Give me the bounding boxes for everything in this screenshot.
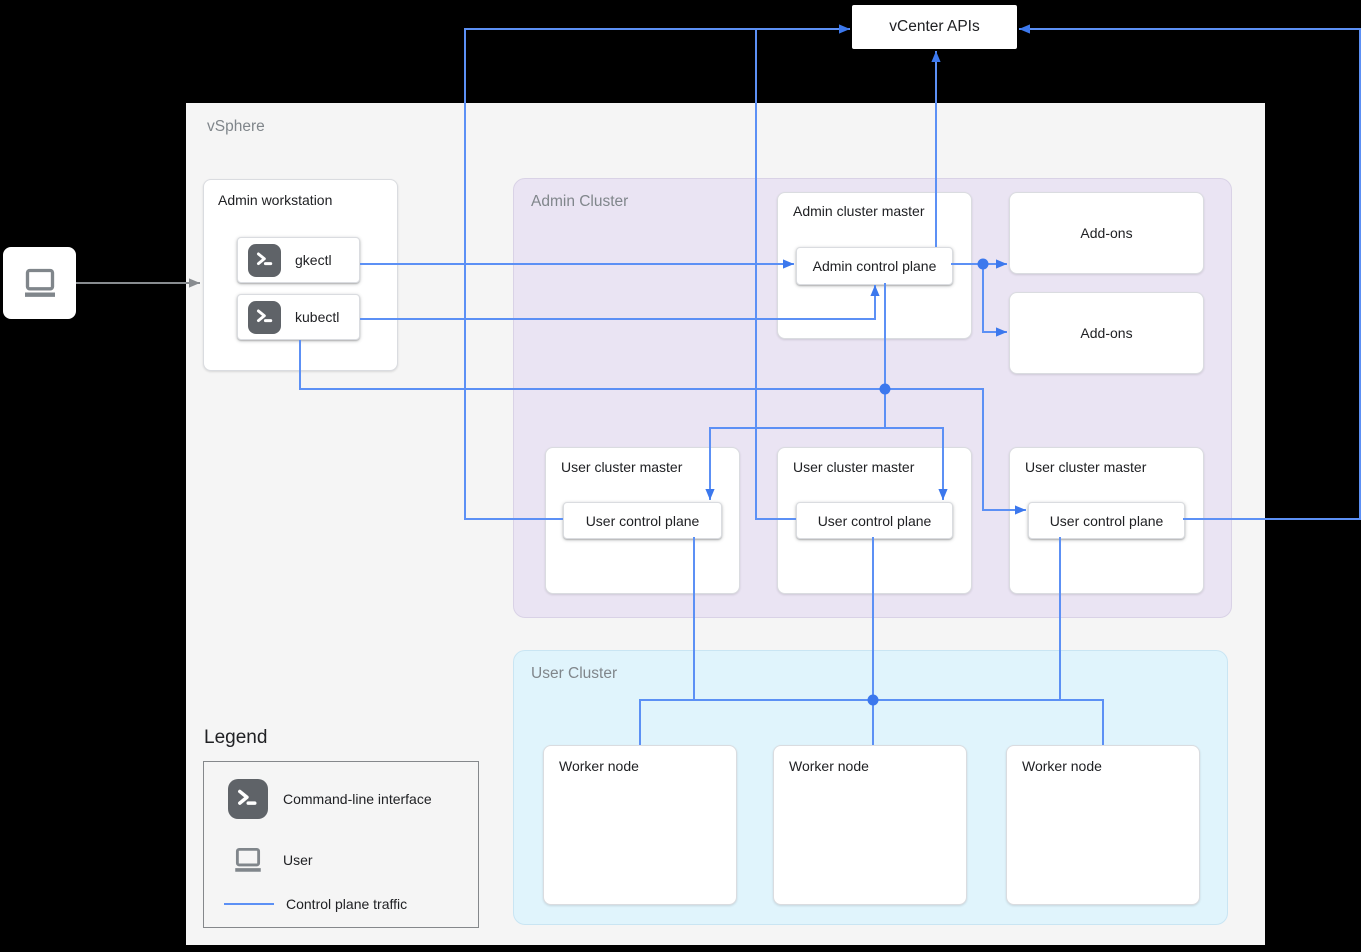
terminal-icon [248,300,281,334]
user-control-plane-1-to-vcenter-arrowhead [839,24,850,34]
admin-cluster-master-title: Admin cluster master [793,203,925,219]
admin-workstation-title: Admin workstation [218,192,333,208]
user-icon-box [3,247,76,319]
admin-cluster-label: Admin Cluster [531,193,629,210]
terminal-icon [248,243,281,277]
worker-node-title-2: Worker node [789,758,869,774]
worker-node-title-1: Worker node [559,758,639,774]
legend-label-user: User [283,852,313,868]
user-control-plane-chip-3: User control plane [1028,502,1185,539]
admin-control-plane-to-vcenter-arrowhead [931,51,941,62]
addons-card-1: Add-ons [1009,192,1204,274]
worker-node-card-2 [773,745,967,905]
legend-title: Legend [204,727,268,748]
worker-node-title-3: Worker node [1022,758,1102,774]
gkectl-label: gkectl [295,252,332,268]
user-control-plane-chip-2: User control plane [796,502,953,539]
user-cluster-master-title-3: User cluster master [1025,459,1147,475]
user-cluster-master-title-2: User cluster master [793,459,915,475]
vcenter-apis-box: vCenter APIs [852,5,1017,49]
kubectl-chip: kubectl [237,294,360,340]
legend-item-cli: Command-line interface [228,779,432,819]
admin-control-plane-chip: Admin control plane [796,247,953,285]
user-control-plane-3-to-vcenter-arrowhead [1019,24,1030,34]
terminal-icon [228,779,268,819]
legend-item-traffic: Control plane traffic [224,895,407,913]
laptop-icon [18,263,62,303]
addons-card-2: Add-ons [1009,292,1204,374]
legend-label-traffic: Control plane traffic [286,896,408,912]
gkectl-chip: gkectl [237,237,360,283]
vcenter-apis-label: vCenter APIs [889,18,980,35]
legend-item-user: User [229,843,313,877]
blue-line-sample [224,903,274,905]
user-cluster-master-title-1: User cluster master [561,459,683,475]
kubectl-label: kubectl [295,309,340,325]
user-control-plane-chip-1: User control plane [563,502,722,539]
legend-label-cli: Command-line interface [283,791,432,807]
vsphere-label: vSphere [207,118,265,135]
laptop-icon [229,843,267,877]
legend-box: Command-line interface User Control plan… [203,761,479,928]
user-cluster-label: User Cluster [531,665,618,682]
worker-node-card-3 [1006,745,1200,905]
worker-node-card-1 [543,745,737,905]
